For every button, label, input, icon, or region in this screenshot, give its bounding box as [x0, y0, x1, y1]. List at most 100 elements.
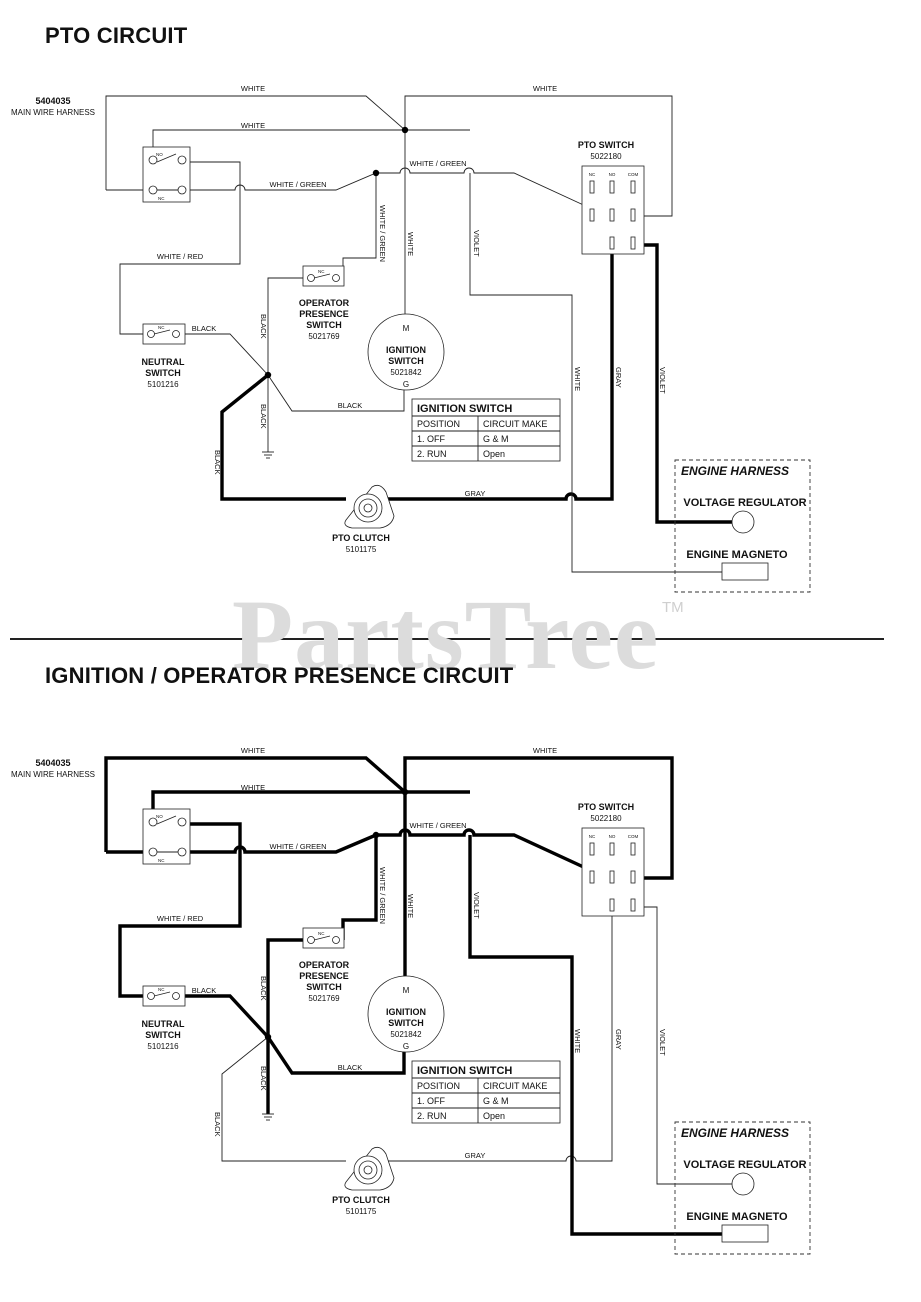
operator-presence-switch-terminal	[332, 274, 340, 282]
engine-magneto-symbol	[721, 1224, 769, 1243]
ignition-switch-g-label: G	[403, 1042, 409, 1051]
ignition-table-header-circuit: CIRCUIT MAKE	[483, 419, 547, 429]
no-nc-switch-terminal	[148, 185, 158, 195]
ignition-switch-g-label: G	[403, 380, 409, 389]
wire-label-white-vertical: WHITE	[573, 367, 582, 391]
neutral-switch-contact	[153, 991, 171, 997]
wire-label-white-green-vertical: WHITE / GREEN	[378, 205, 387, 262]
operator-presence-part-number: 5021769	[308, 994, 340, 1003]
no-nc-switch-contact	[156, 153, 177, 163]
engine-magneto-label: ENGINE MAGNETO	[686, 1211, 788, 1223]
no-nc-switch-terminal	[148, 155, 158, 165]
pto-switch-terminal	[589, 208, 595, 222]
page-title-pto-circuit: PTO CIRCUIT	[45, 23, 188, 48]
pto-switch-terminal	[609, 870, 615, 884]
ignition-table-title: IGNITION SWITCH	[417, 403, 512, 415]
wire-label-black-vertical: BLACK	[213, 450, 222, 475]
no-nc-switch-nc-label: NC	[158, 196, 165, 201]
pto-switch-part-number: 5022180	[590, 152, 622, 161]
wire-label-gray-vertical: GRAY	[614, 1029, 623, 1050]
operator-presence-nc-label: NC	[318, 269, 325, 274]
no-nc-switch-terminal	[177, 847, 187, 857]
operator-presence-switch-contact	[313, 935, 331, 941]
operator-presence-nc-label: NC	[318, 931, 325, 936]
wire-label-white-green: WHITE / GREEN	[409, 159, 466, 168]
pto-clutch-hub	[363, 1165, 373, 1175]
voltage-regulator-label: VOLTAGE REGULATOR	[683, 497, 806, 509]
harness-name: MAIN WIRE HARNESS	[11, 108, 95, 117]
pto-switch-terminal	[630, 208, 636, 222]
ignition-switch-body	[367, 313, 445, 391]
no-nc-switch-contact	[156, 815, 177, 825]
wire-white-green-main	[190, 828, 591, 872]
wire-label-white: WHITE	[241, 84, 265, 93]
neutral-switch-label-1: NEUTRAL	[142, 1019, 185, 1029]
watermark-trademark: TM	[662, 599, 684, 616]
junction-dot-white	[401, 126, 409, 134]
section-divider	[10, 638, 884, 640]
pto-switch-terminal	[609, 898, 615, 912]
neutral-switch-nc-label: NC	[158, 987, 165, 992]
no-nc-switch-terminal	[148, 847, 158, 857]
wire-label-white-green: WHITE / GREEN	[269, 180, 326, 189]
wire-label-violet-vertical: VIOLET	[472, 892, 481, 919]
voltage-regulator-symbol	[731, 1172, 755, 1196]
wire-label-violet-vertical: VIOLET	[658, 1029, 667, 1056]
wire-label-black-vertical: BLACK	[259, 1066, 268, 1091]
no-nc-switch-terminal	[177, 185, 187, 195]
pto-switch-terminal	[589, 180, 595, 194]
ignition-switch-label-2: SWITCH	[388, 1018, 424, 1028]
pto-switch-terminal	[589, 842, 595, 856]
pto-clutch-label: PTO CLUTCH	[332, 533, 390, 543]
wire-black-neutral-ignition	[185, 333, 405, 412]
operator-presence-label-1: OPERATOR	[299, 298, 350, 308]
ignition-switch-body	[367, 975, 445, 1053]
wire-black-clutch	[220, 373, 346, 501]
no-nc-switch-nc-label: NC	[158, 858, 165, 863]
wire-label-white-green-vertical: WHITE / GREEN	[378, 867, 387, 924]
wire-label-white-red: WHITE / RED	[157, 252, 204, 261]
wire-white-harness-top	[104, 756, 407, 852]
wire-label-white-vertical: WHITE	[573, 1029, 582, 1053]
pto-switch-nc-label: NC	[589, 172, 596, 177]
wire-label-white-vertical: WHITE	[406, 232, 415, 256]
wire-label-black-vertical: BLACK	[259, 314, 268, 339]
wire-label-white: WHITE	[241, 746, 265, 755]
ignition-table-title: IGNITION SWITCH	[417, 1065, 512, 1077]
operator-presence-label-3: SWITCH	[306, 982, 342, 992]
neutral-switch-nc-label: NC	[158, 325, 165, 330]
pto-switch-terminal	[630, 180, 636, 194]
neutral-switch-terminal	[172, 330, 180, 338]
wire-label-violet-vertical: VIOLET	[658, 367, 667, 394]
junction-dot-white-green	[372, 169, 380, 177]
pto-switch-terminal	[609, 208, 615, 222]
wire-white-red	[119, 161, 241, 335]
engine-magneto-symbol	[721, 562, 769, 581]
operator-presence-switch-terminal	[307, 274, 315, 282]
neutral-switch-terminal	[147, 330, 155, 338]
wire-label-white: WHITE	[241, 121, 265, 130]
neutral-switch-label-1: NEUTRAL	[142, 357, 185, 367]
wire-black-operator	[267, 277, 303, 375]
voltage-regulator-symbol	[731, 510, 755, 534]
ignition-table-header-position: POSITION	[417, 419, 460, 429]
wire-label-gray-vertical: GRAY	[614, 367, 623, 388]
harness-part-number: 5404035	[35, 758, 70, 768]
operator-presence-switch-terminal	[307, 936, 315, 944]
wire-white-top-right	[403, 756, 674, 880]
wire-label-black-vertical: BLACK	[213, 1112, 222, 1137]
neutral-switch-contact	[153, 329, 171, 335]
wire-violet-regulator	[634, 243, 732, 524]
page-title-ignition-circuit: IGNITION / OPERATOR PRESENCE CIRCUIT	[45, 663, 514, 688]
wire-white-no	[152, 129, 470, 149]
wire-violet-magneto	[469, 173, 722, 573]
pto-switch-terminal	[609, 842, 615, 856]
ignition-switch-label-1: IGNITION	[386, 1007, 426, 1017]
wire-label-white: WHITE	[533, 746, 557, 755]
pto-switch-label: PTO SWITCH	[578, 802, 634, 812]
ignition-table-cell: 1. OFF	[417, 1096, 446, 1106]
ignition-table-cell: Open	[483, 1111, 505, 1121]
pto-switch-terminal	[630, 898, 636, 912]
